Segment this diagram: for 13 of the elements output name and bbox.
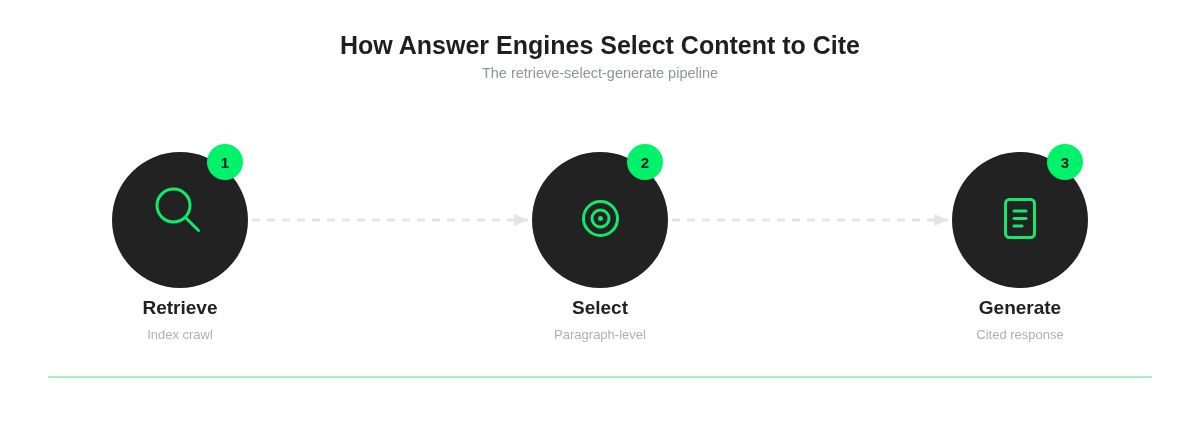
step-subtitle: Index crawl xyxy=(147,326,213,344)
dashed-arrow xyxy=(672,214,948,226)
step-subtitle: Paragraph-level xyxy=(554,326,646,344)
step-subtitle: Cited response xyxy=(976,326,1064,344)
step-number-badge: 3 xyxy=(1047,144,1083,180)
step-number-badge: 1 xyxy=(207,144,243,180)
step-number-badge: 2 xyxy=(627,144,663,180)
step-title: Select xyxy=(572,296,628,320)
step-title: Retrieve xyxy=(142,296,218,320)
dashed-arrow xyxy=(252,214,528,226)
diagram-title: How Answer Engines Select Content to Cite xyxy=(340,30,860,61)
step-title: Generate xyxy=(978,296,1062,320)
diagram-subtitle: The retrieve-select-generate pipeline xyxy=(481,64,719,83)
